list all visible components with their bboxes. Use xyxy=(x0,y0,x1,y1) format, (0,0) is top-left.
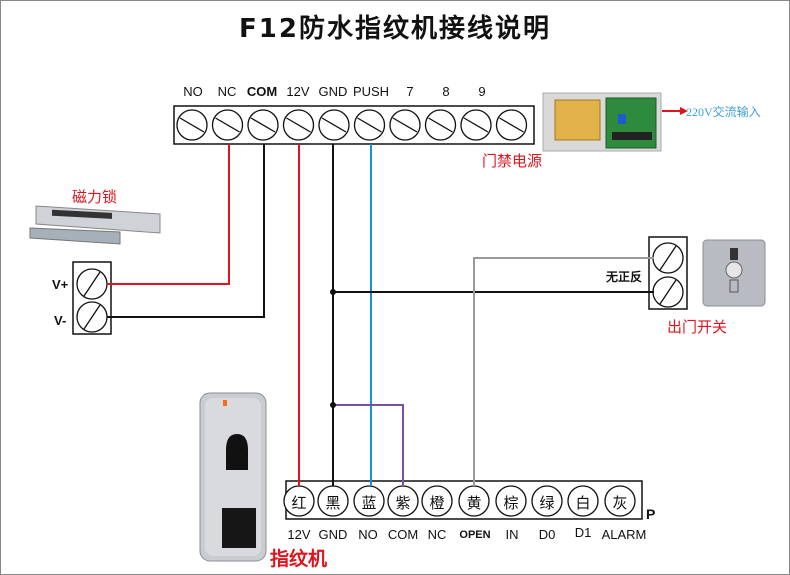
page-title: F12防水指纹机接线说明 xyxy=(239,14,551,44)
psu-terminal-label-12v: 12V xyxy=(286,84,310,99)
lock-terminal-label-vplus: V+ xyxy=(52,277,69,292)
psu-terminal-screw xyxy=(176,109,208,141)
fingerprint-sensor-icon xyxy=(226,434,248,470)
exit-button-terminal-block xyxy=(648,236,688,310)
psu-terminal-block xyxy=(173,105,535,145)
psu-terminal-label-push: PUSH xyxy=(352,84,390,99)
reader-pin-color-alarm: 灰 xyxy=(612,494,628,512)
psu-terminal-label-nc: NC xyxy=(217,84,237,99)
fingerprint-reader-label: 指纹机 xyxy=(270,549,328,570)
status-led-icon xyxy=(223,400,227,406)
lock-screw-vplus xyxy=(76,268,108,300)
reader-pin-color-in: 棕 xyxy=(503,494,519,512)
ac-input-label: 220V交流输入 xyxy=(686,105,761,119)
door-icon xyxy=(730,248,738,260)
psu-terminal-screw xyxy=(247,109,279,141)
wire-com-purple xyxy=(333,404,404,486)
psu-terminal-screw xyxy=(389,109,421,141)
reader-pin-color-open: 黄 xyxy=(466,494,482,512)
magnetic-lock-image xyxy=(29,205,161,245)
wire-open-gray xyxy=(473,257,654,486)
psu-terminal-screw xyxy=(282,109,315,141)
exit-button-screw-1 xyxy=(652,242,684,274)
reader-pin-color-nc: 橙 xyxy=(429,494,445,512)
psu-terminal-label-no: NO xyxy=(183,84,203,99)
psu-terminal-screw xyxy=(318,109,350,141)
exit-button-label: 出门开关 xyxy=(667,319,728,336)
reader-pin-label-d1: D1 xyxy=(574,525,592,540)
fingerprint-reader-image xyxy=(199,392,267,562)
reader-pin-label-gnd: GND xyxy=(318,527,348,542)
lock-terminal-block xyxy=(72,261,112,335)
reader-pin-color-12v: 红 xyxy=(291,494,307,512)
psu-terminal-label-7: 7 xyxy=(406,84,414,99)
psu-terminal-label-9: 9 xyxy=(478,84,486,99)
reader-pin-circle xyxy=(531,485,563,517)
psu-terminal-label-gnd: GND xyxy=(318,84,348,99)
reader-pin-color-com: 紫 xyxy=(395,494,411,512)
reader-pin-color-no: 蓝 xyxy=(361,494,377,512)
psu-terminal-screw xyxy=(353,109,386,141)
reader-pin-label-alarm: ALARM xyxy=(601,527,647,542)
reader-pin-label-12v: 12V xyxy=(287,527,311,542)
reader-pin-label-nc: NC xyxy=(427,527,447,542)
exit-button-screw-2 xyxy=(652,276,684,308)
reader-pin-circle xyxy=(421,485,453,517)
exit-button-image xyxy=(702,239,766,307)
power-supply-unit-image xyxy=(542,92,662,152)
wire-nc-to-lock-vplus xyxy=(107,144,230,285)
reader-pin-label-com: COM xyxy=(387,527,419,542)
psu-terminal-label-com: COM xyxy=(246,84,278,99)
reader-pin-label-d0: D0 xyxy=(538,527,556,542)
junction-dot xyxy=(330,289,336,295)
reader-pin-circle xyxy=(567,485,599,517)
lock-terminal-label-vminus: V- xyxy=(54,313,67,328)
card-reader-area xyxy=(222,508,256,548)
reader-pin-label-no: NO xyxy=(358,527,378,542)
reader-pin-color-d1: 白 xyxy=(575,494,591,512)
magnetic-lock-label: 磁力锁 xyxy=(72,189,118,206)
psu-terminal-screw xyxy=(460,109,492,141)
psu-terminal-screw xyxy=(211,109,244,141)
lock-screw-vminus xyxy=(76,301,108,333)
hand-icon xyxy=(729,279,739,293)
reader-pin-label-in: IN xyxy=(505,527,519,542)
exit-button-polarity-note: 无正反 xyxy=(606,270,643,284)
power-supply-label: 门禁电源 xyxy=(482,153,543,170)
psu-terminal-label-8: 8 xyxy=(442,84,450,99)
reader-pin-label-open: OPEN xyxy=(459,529,491,541)
wire-com-to-lock-vminus xyxy=(107,144,265,318)
transformer-icon xyxy=(554,99,601,141)
reader-pin-color-gnd: 黑 xyxy=(325,494,341,512)
reader-pin-circle xyxy=(604,485,636,517)
junction-dot xyxy=(330,402,336,408)
psu-terminal-screw xyxy=(495,109,528,141)
connector-suffix-label: P xyxy=(646,506,656,522)
reader-pin-color-d0: 绿 xyxy=(539,494,555,512)
reader-pin-circle xyxy=(353,485,385,517)
circuit-board-icon xyxy=(605,97,657,149)
psu-terminal-screw xyxy=(424,109,457,141)
reader-pin-circle xyxy=(495,485,527,517)
